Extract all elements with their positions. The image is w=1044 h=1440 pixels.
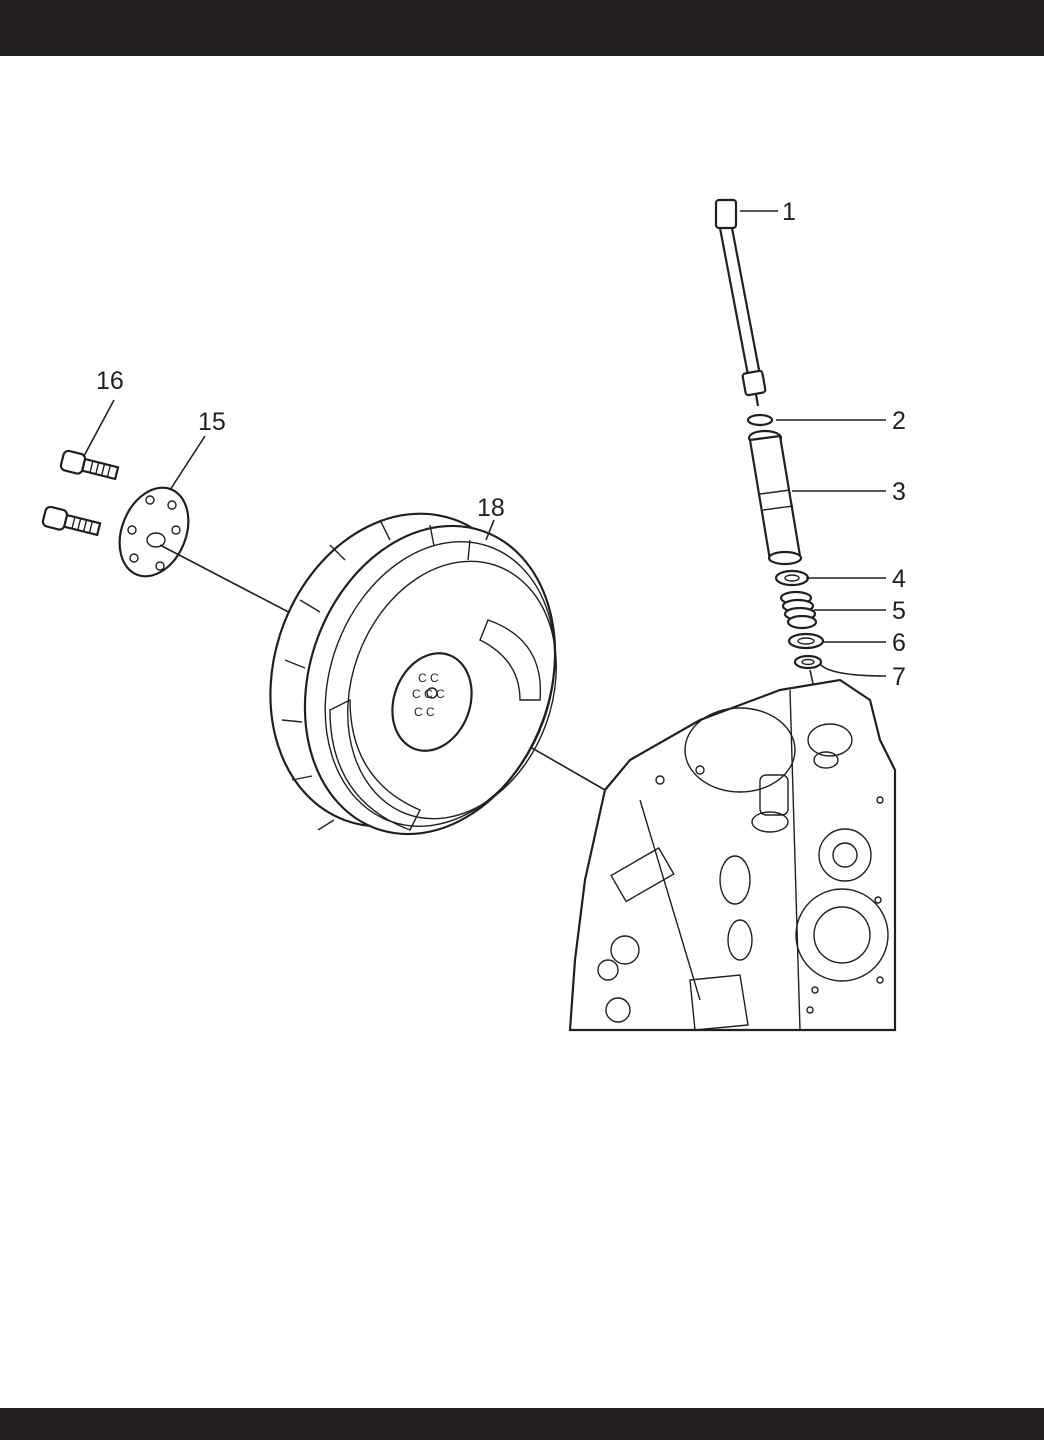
part-6-washer	[789, 634, 823, 648]
engine-block	[570, 680, 895, 1030]
callout-1: 1	[782, 198, 796, 226]
svg-text:C C: C C	[418, 671, 439, 685]
callout-6: 6	[892, 629, 906, 657]
part-3-sleeve	[749, 431, 801, 564]
callout-4: 4	[892, 565, 906, 593]
part-15-plate	[107, 477, 201, 586]
callout-15: 15	[198, 408, 226, 436]
callout-3: 3	[892, 478, 906, 506]
part-7-seal	[795, 656, 821, 668]
part-5-spring	[781, 592, 816, 628]
part-1-rod	[716, 200, 766, 406]
callout-2: 2	[892, 407, 906, 435]
callout-7: 7	[892, 663, 906, 691]
callout-16: 16	[96, 367, 124, 395]
part-16-bolts	[42, 450, 119, 539]
part-4-washer	[776, 571, 808, 585]
svg-text:C C C: C C C	[412, 687, 445, 701]
part-18-flywheel: C C C C C C C	[228, 477, 597, 870]
callout-5: 5	[892, 597, 906, 625]
part-2-ring	[748, 415, 772, 425]
svg-text:C C: C C	[414, 705, 435, 719]
callout-18: 18	[477, 494, 505, 522]
